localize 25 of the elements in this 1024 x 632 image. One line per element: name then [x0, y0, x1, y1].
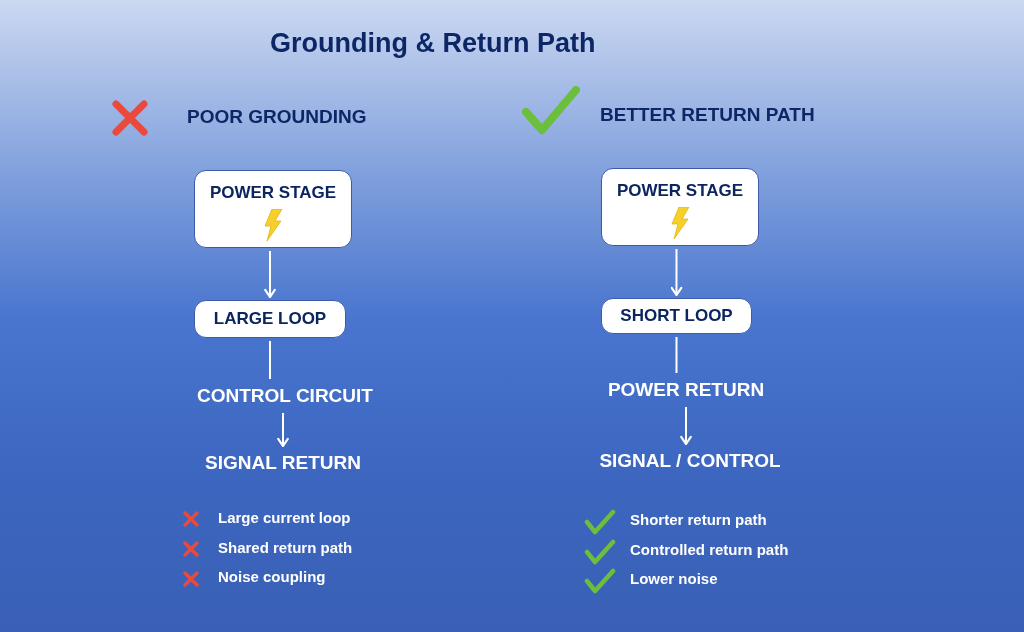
- arrow: [264, 250, 276, 299]
- process-box: [601, 298, 752, 334]
- step-label: CONTROL CIRCUIT: [197, 385, 373, 407]
- bullet-text: Controlled return path: [630, 541, 789, 558]
- bullet-text: Shorter return path: [630, 511, 767, 528]
- process-box: [194, 170, 352, 248]
- box-label: POWER STAGE: [209, 183, 337, 203]
- bullet-text: Lower noise: [630, 570, 718, 587]
- bullet-text: Noise coupling: [218, 568, 326, 585]
- box-label: POWER STAGE: [616, 181, 744, 201]
- process-box: [194, 300, 346, 338]
- step-label: POWER RETURN: [607, 379, 765, 401]
- arrow: [277, 412, 289, 448]
- step-label: SIGNAL RETURN: [205, 452, 361, 474]
- box-label: LARGE LOOP: [213, 309, 327, 329]
- process-box: [601, 168, 759, 246]
- arrow: [670, 248, 683, 297]
- arrow: [680, 406, 692, 446]
- step-label: SIGNAL / CONTROL: [599, 450, 781, 472]
- box-label: SHORT LOOP: [620, 306, 733, 326]
- title: Grounding & Return Path: [270, 28, 596, 59]
- section-heading: POOR GROUNDING: [187, 106, 367, 128]
- bullet-text: Shared return path: [218, 539, 353, 556]
- bullet-text: Large current loop: [218, 509, 351, 526]
- section-heading: BETTER RETURN PATH: [600, 104, 815, 126]
